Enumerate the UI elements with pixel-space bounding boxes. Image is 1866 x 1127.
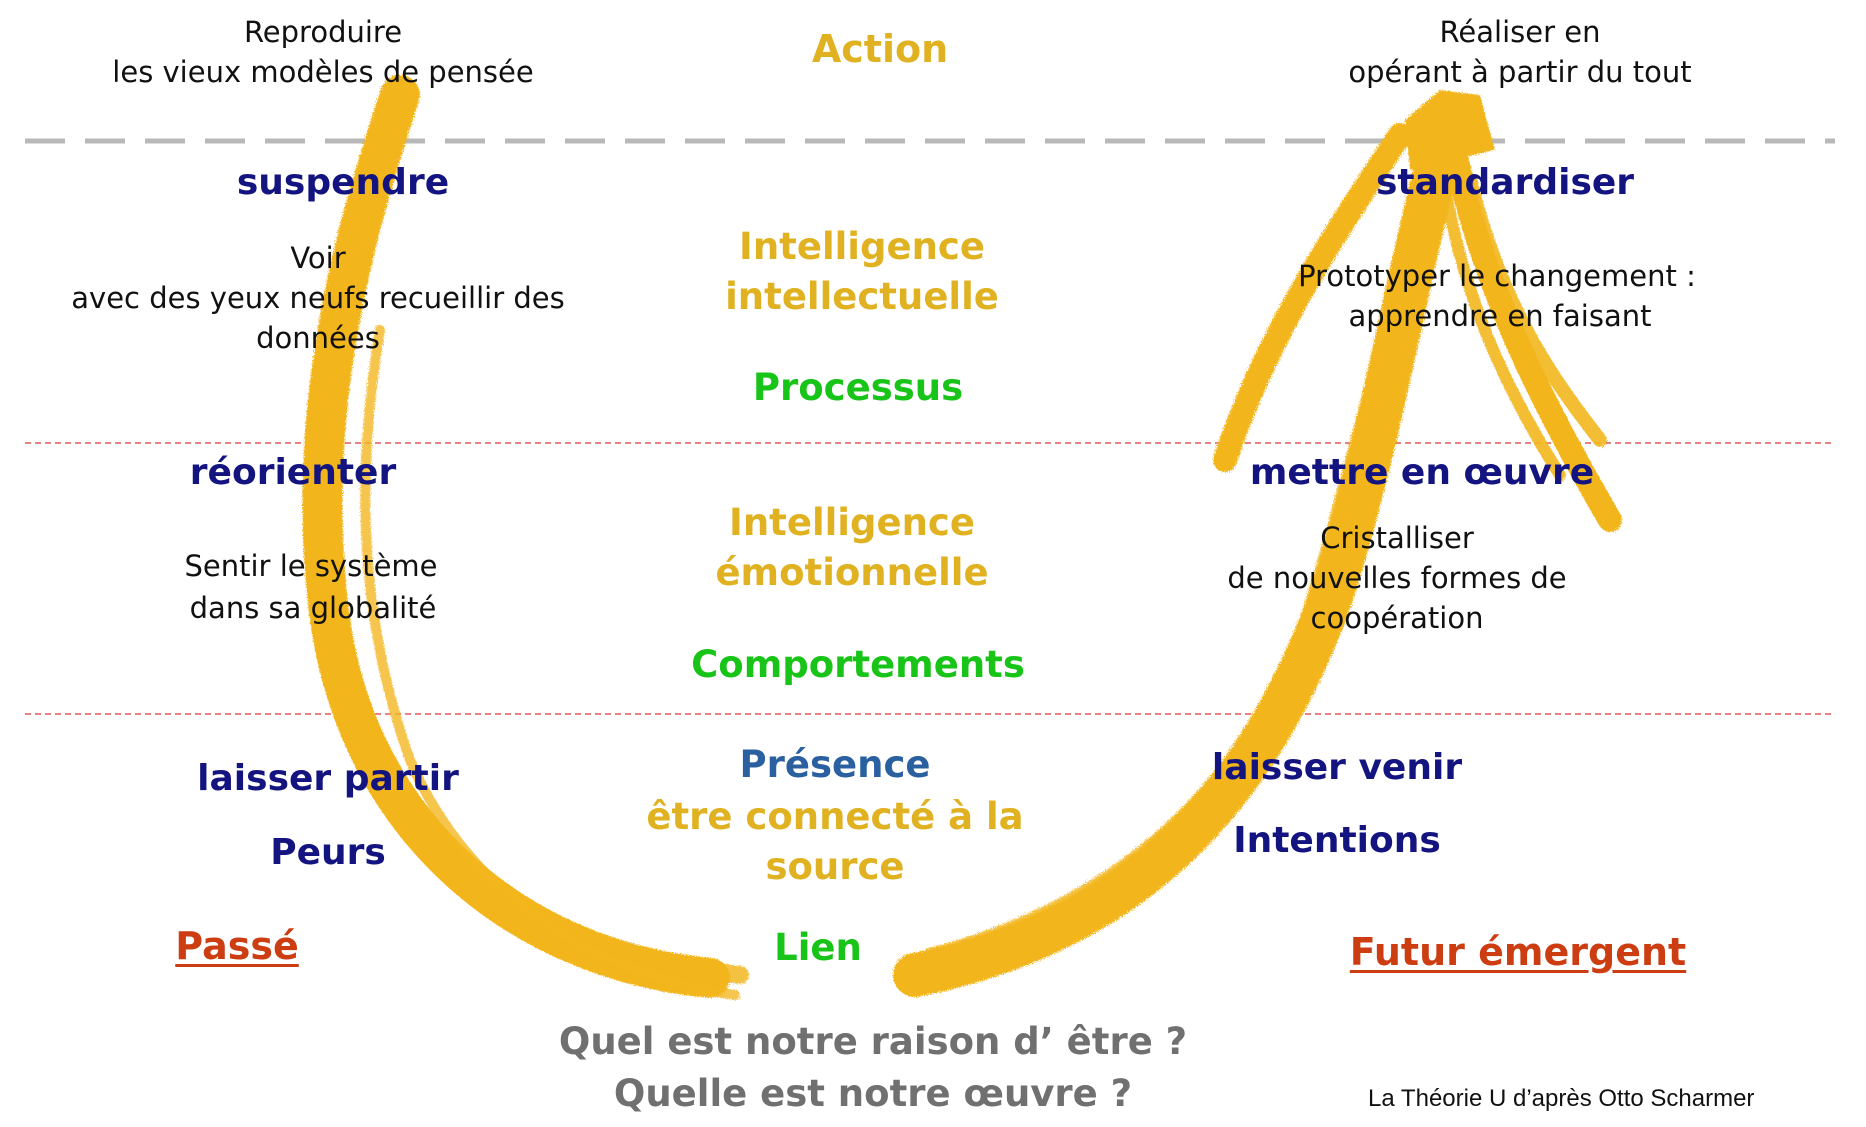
standardise-line2: apprendre en faisant	[1348, 299, 1652, 333]
redirect-line1: Sentir le système	[184, 549, 438, 583]
right-ascending-arrow	[893, 98, 1622, 997]
suspend-line2: avec des yeux neufs recueillir des	[71, 281, 565, 315]
intelligence-intellectual-line2: intellectuelle	[725, 275, 999, 318]
action-label: Action	[811, 27, 949, 71]
enact-line1: Cristalliser	[1320, 521, 1474, 555]
presence-line2: source	[765, 845, 905, 888]
intelligence-emotional-line1: Intelligence	[729, 501, 975, 544]
suspend-line3: données	[256, 321, 380, 355]
verb-redirect: réorienter	[189, 452, 397, 493]
top-left-line1: Reproduire	[243, 15, 403, 49]
presence-label: Présence	[739, 743, 931, 786]
credit-label: La Théorie U d’après Otto Scharmer	[1368, 1085, 1755, 1112]
enact-line2: de nouvelles formes de	[1227, 561, 1567, 595]
process-label: Processus	[752, 366, 964, 409]
redirect-line2: dans sa globalité	[189, 591, 437, 625]
standardise-line1: Prototyper le changement :	[1298, 259, 1696, 293]
question-purpose: Quel est notre raison d’ être ?	[558, 1020, 1188, 1063]
verb-standardise: standardiser	[1375, 162, 1635, 203]
verb-enact: mettre en œuvre	[1249, 452, 1595, 493]
time-emerging-future: Futur émergent	[1349, 930, 1687, 974]
verb-letting-go: laisser partir	[197, 758, 459, 799]
verb-suspend: suspendre	[236, 162, 450, 203]
top-right-line2: opérant à partir du tout	[1348, 55, 1692, 89]
verb-letting-come: laisser venir	[1211, 747, 1463, 788]
top-right-line1: Réaliser en	[1439, 15, 1601, 49]
time-past: Passé	[175, 924, 299, 968]
behaviours-label: Comportements	[691, 643, 1025, 686]
left-descending-arrow	[302, 75, 749, 1000]
intelligence-emotional-line2: émotionnelle	[715, 551, 989, 594]
question-work: Quelle est notre œuvre ?	[613, 1072, 1133, 1115]
link-label: Lien	[774, 926, 862, 969]
enact-line3: coopération	[1310, 601, 1484, 635]
presence-line1: être connecté à la	[646, 795, 1024, 838]
top-left-line2: les vieux modèles de pensée	[112, 55, 534, 89]
emotion-intentions: Intentions	[1233, 820, 1441, 861]
emotion-fears: Peurs	[270, 832, 386, 873]
right-arrowhead	[1405, 90, 1495, 170]
suspend-line1: Voir	[290, 241, 346, 275]
intelligence-intellectual-line1: Intelligence	[739, 225, 985, 268]
